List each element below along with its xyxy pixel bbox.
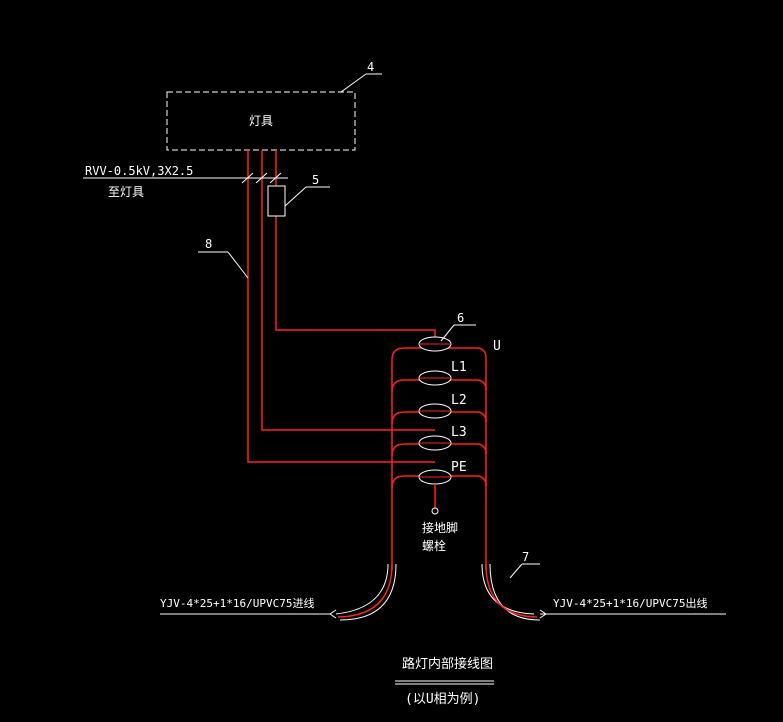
cable-to-label: 至灯具 [108, 185, 144, 199]
diagram-title: 路灯内部接线图 [402, 656, 493, 672]
callout-8-label: 8 [205, 237, 212, 251]
phase-u-label: U [493, 339, 501, 354]
wire-pe-lead [247, 150, 435, 463]
cable-out-arrow [539, 609, 547, 619]
fixture-label: 灯具 [249, 114, 273, 128]
callout-5-leader [284, 186, 307, 207]
wire-u-lead-bottom [275, 216, 436, 344]
cable-in-wire [337, 563, 393, 618]
cable-out-wire [485, 563, 538, 618]
fuse-box [267, 185, 286, 217]
cable-in-label: YJV-4*25+1*16/UPVC75进线 [160, 596, 314, 610]
phase-pe-label: PE [451, 460, 467, 475]
callout-7-leader [509, 563, 523, 579]
tick-3 [269, 172, 282, 184]
wire-l3-lead [261, 150, 435, 431]
callout-4-label: 4 [367, 60, 374, 74]
callout-8-leader [227, 251, 249, 279]
callout-6-leader [440, 324, 455, 342]
ground-bolt [431, 507, 439, 515]
conduit-in-outer [335, 563, 389, 615]
conduit-out-outer [481, 563, 535, 615]
diagram-subtitle: (以U相为例) [405, 692, 480, 707]
phase-l2-label: L2 [451, 393, 467, 408]
callout-5-label: 5 [312, 173, 319, 187]
light-fixture-box [166, 91, 356, 151]
ground-bolt-label-1: 接地脚 [422, 520, 458, 535]
cable-spec-label: RVV-0.5kV,3X2.5 [85, 164, 193, 178]
callout-4-leader [340, 73, 367, 93]
phase-l1-label: L1 [451, 360, 467, 375]
callout-7-label: 7 [522, 550, 529, 564]
conduit-in-inner [339, 563, 397, 621]
callout-6-label: 6 [457, 311, 464, 325]
tick-1 [241, 172, 254, 184]
cable-out-label: YJV-4*25+1*16/UPVC75出线 [553, 596, 707, 610]
tick-2 [255, 172, 268, 184]
cable-in-arrow [329, 609, 337, 619]
ground-bolt-label-2: 螺栓 [422, 538, 446, 553]
phase-l3-label: L3 [451, 425, 467, 440]
